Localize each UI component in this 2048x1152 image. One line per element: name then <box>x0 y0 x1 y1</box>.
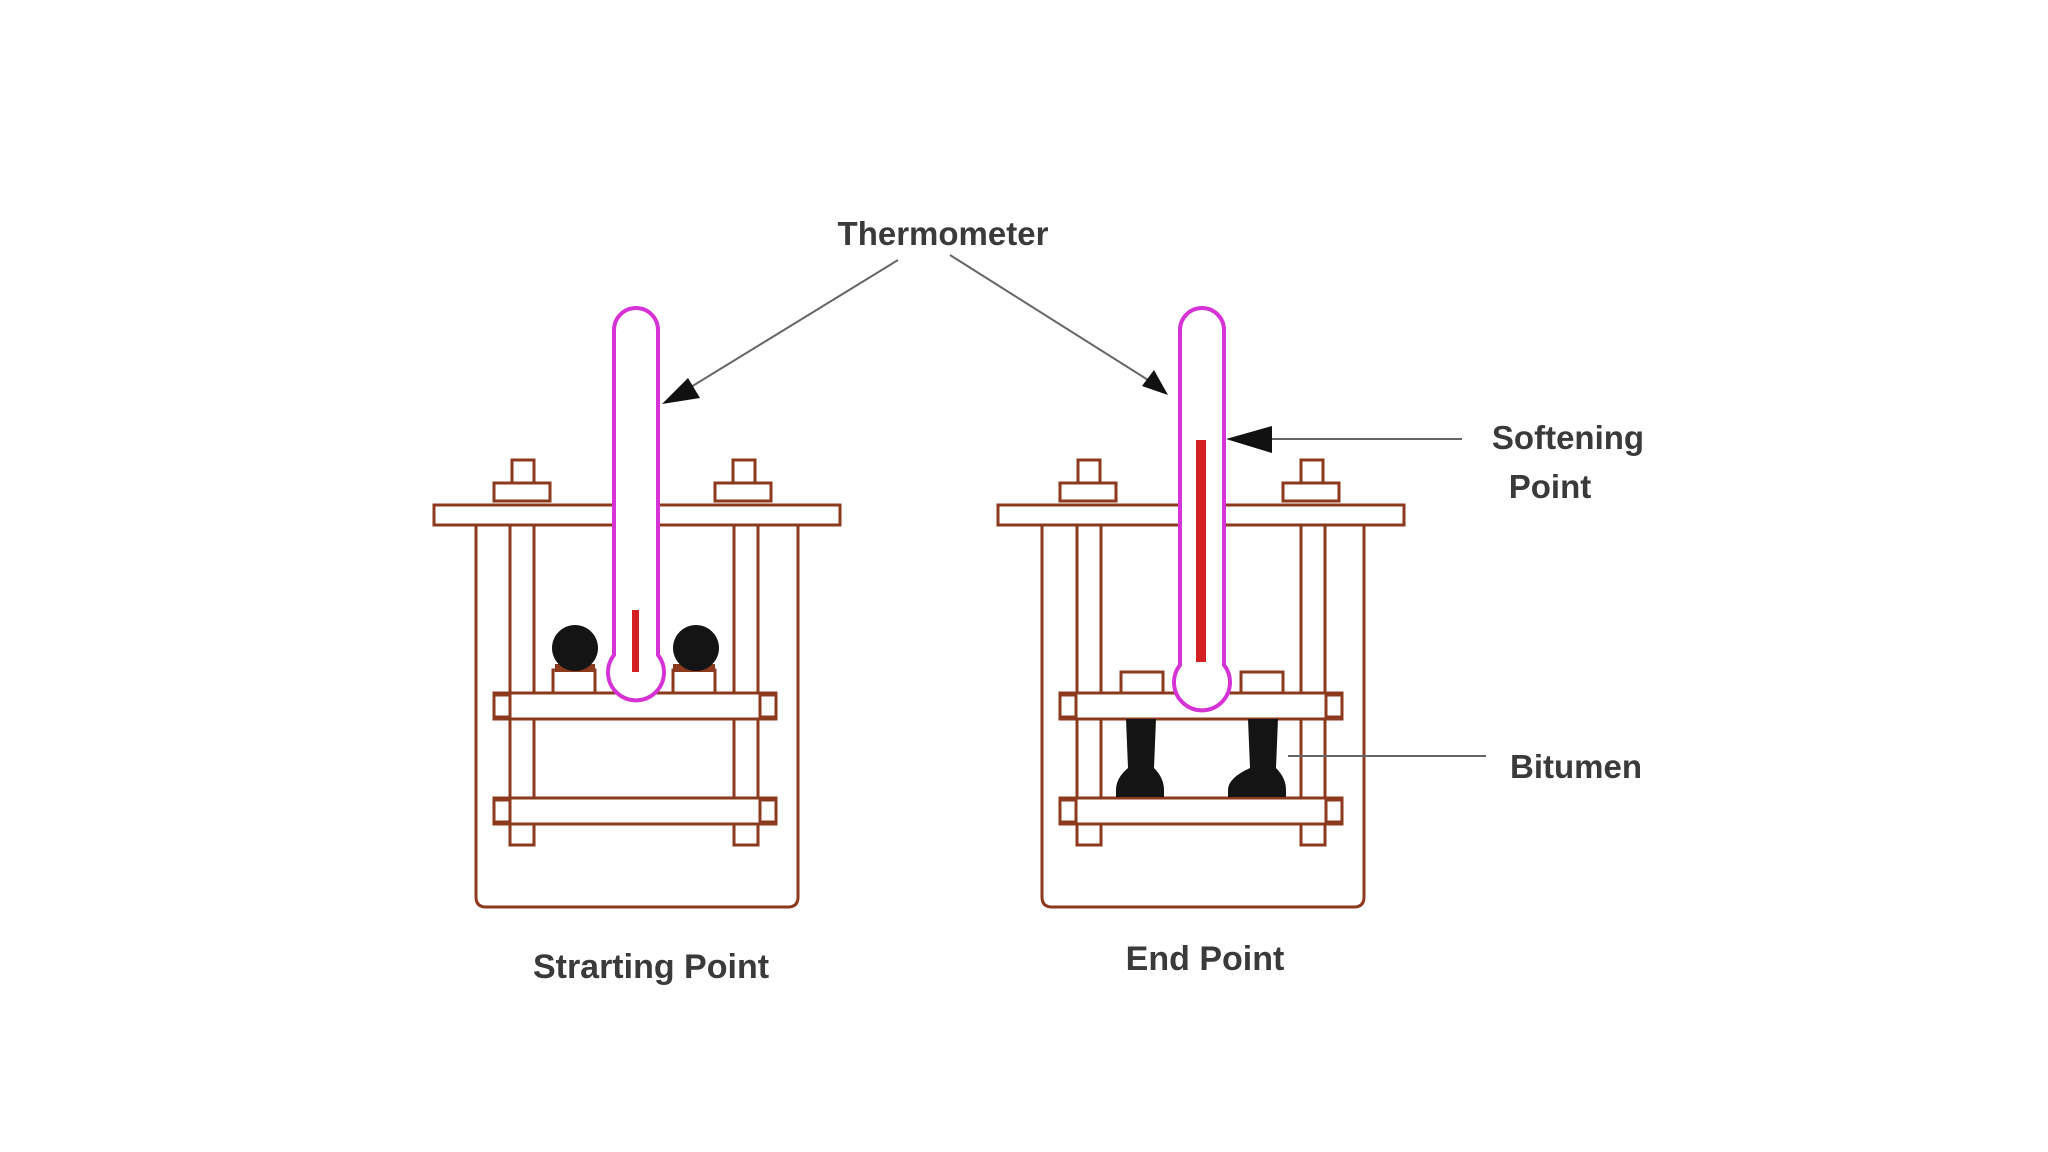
ring-holder-right-end <box>1239 670 1285 695</box>
nut-cap-left-starting <box>510 458 536 485</box>
label-starting-point: Strarting Point <box>533 948 769 986</box>
ring-holder-left-starting <box>551 668 597 695</box>
nut-left-starting <box>492 481 552 503</box>
label-softening-line2: Point <box>1509 468 1591 505</box>
rod-left-starting <box>508 523 536 847</box>
rod-right-starting <box>732 523 760 847</box>
bottom-plate-stub-right-end <box>1324 798 1344 824</box>
steel-ball-left-icon <box>552 625 598 671</box>
arrowhead-thermometer-right <box>1142 370 1168 395</box>
bottom-plate-stub-left-end <box>1058 798 1078 824</box>
bottom-plate-starting <box>492 796 778 826</box>
arrowhead-softening-point <box>1226 426 1272 453</box>
apparatus-end-point <box>996 306 1406 909</box>
mercury-starting <box>632 610 639 672</box>
thermometer-starting-icon <box>606 306 666 703</box>
label-softening-line1: Softening <box>1492 419 1644 456</box>
rod-right-end <box>1299 523 1327 847</box>
nut-right-starting <box>713 481 773 503</box>
rod-left-end <box>1075 523 1103 847</box>
mercury-end <box>1196 440 1206 662</box>
ring-plate-stub-right-starting <box>758 693 778 719</box>
leader-thermometer-left <box>685 259 899 391</box>
label-end-point: End Point <box>1126 940 1285 978</box>
ring-holder-right-starting <box>671 668 717 695</box>
steel-ball-right-icon <box>673 625 719 671</box>
arrowhead-thermometer-left <box>662 378 700 404</box>
bitumen-drop-left <box>1116 719 1164 797</box>
ring-plate-stub-left-end <box>1058 693 1078 719</box>
bitumen-drop-right <box>1228 719 1286 797</box>
beaker-end <box>1040 525 1366 909</box>
beaker-starting <box>474 525 800 909</box>
nut-cap-right-end <box>1299 458 1325 485</box>
bottom-plate-stub-left-starting <box>492 798 512 824</box>
ring-holder-left-end <box>1119 670 1165 695</box>
leader-lines <box>662 254 1486 757</box>
ring-plate-stub-left-starting <box>492 693 512 719</box>
label-thermometer: Thermometer <box>838 215 1049 252</box>
nut-cap-left-end <box>1076 458 1102 485</box>
nut-right-end <box>1281 481 1341 503</box>
nut-cap-right-starting <box>731 458 757 485</box>
leader-thermometer-right <box>949 254 1149 381</box>
ring-plate-stub-right-end <box>1324 693 1344 719</box>
apparatus-starting-point <box>432 306 842 909</box>
nut-left-end <box>1058 481 1118 503</box>
bottom-plate-stub-right-starting <box>758 798 778 824</box>
bottom-plate-end <box>1058 796 1344 826</box>
label-bitumen: Bitumen <box>1510 748 1642 785</box>
